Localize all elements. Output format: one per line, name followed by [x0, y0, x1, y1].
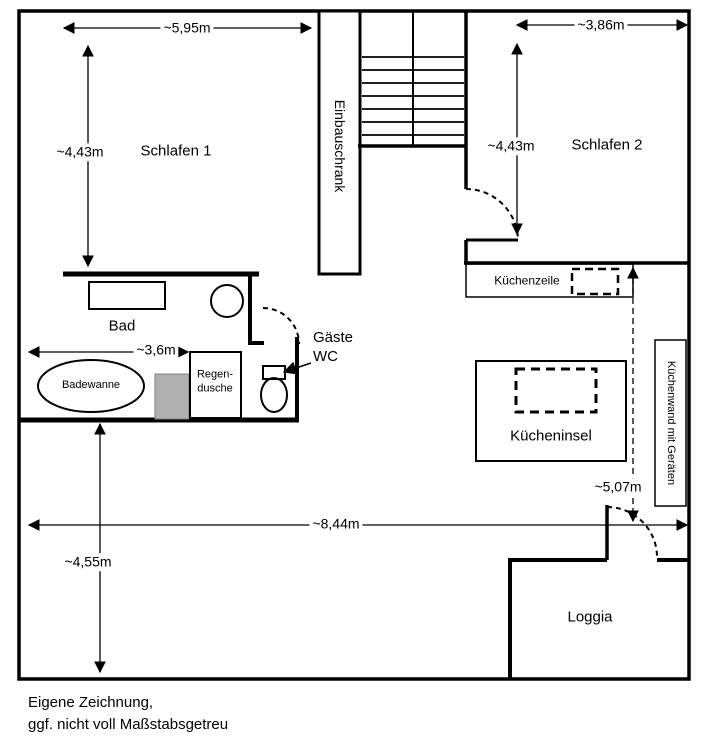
kuecheninsel-dashed-island: [514, 367, 598, 414]
closet-einbauschrank-label: Einbauschrank: [331, 99, 348, 193]
wc-walls: [248, 337, 299, 421]
dim-schlafen2-width-label: ~3,86m: [574, 16, 628, 34]
bathtub-oval: [37, 359, 145, 413]
staircase: [358, 11, 467, 148]
bad-sink-counter: [88, 281, 166, 310]
shower-tray: [154, 373, 190, 420]
dim-bad-width-label: ~3,6m: [133, 341, 179, 359]
dim-kitchen-height-label: ~5,07m: [591, 478, 645, 496]
schlafen2-door-swing-arc: [465, 188, 519, 241]
dim-schlafen2-height-label: ~4,43m: [484, 137, 538, 155]
dim-schlafen1-width-label: ~5,95m: [160, 19, 214, 37]
bad-sink-oval: [210, 284, 244, 318]
einbauschrank-closet: [317, 9, 362, 276]
footer-note-line1: Eigene Zeichnung,: [28, 694, 154, 711]
kuechenzeile-label: Küchenzeile: [494, 273, 560, 288]
dim-lower-height-label: ~4,55m: [61, 553, 115, 571]
regendusche-label: Regen- dusche: [196, 368, 234, 394]
kuecheninsel-outline: [475, 360, 627, 462]
schlafen2-wall: [464, 11, 689, 265]
kuecheninsel-label: Kücheninsel: [510, 427, 592, 445]
dim-schlafen1-height-label: ~4,43m: [53, 143, 107, 161]
kuechenwand-label: Küchenwand mit Geräten: [664, 360, 677, 486]
room-schlafen1-label: Schlafen 1: [140, 142, 212, 160]
regendusche-box: [189, 351, 242, 419]
wc-door-swing-arc: [262, 307, 300, 345]
footer-note: Eigene Zeichnung, ggf. nicht voll Maßsta…: [28, 692, 228, 736]
room-loggia-label: Loggia: [567, 608, 613, 626]
room-schlafen2-label: Schlafen 2: [571, 136, 643, 154]
gaeste-wc-label: Gäste WC: [313, 329, 354, 365]
loggia-walls: [508, 558, 689, 679]
dim-total-width-label: ~8,44m: [309, 515, 363, 533]
kuechenzeile-cooktop-dashed: [570, 267, 620, 296]
footer-note-line2: ggf. nicht voll Maßstabsgetreu: [28, 716, 229, 733]
kuechenwand-outline: [654, 339, 687, 507]
loggia-door-swing-arc: [606, 506, 658, 558]
room-bad-label: Bad: [108, 317, 136, 335]
gaeste-wc-pointer-arrow: [282, 361, 312, 375]
toilet: [260, 365, 288, 413]
badewanne-label: Badewanne: [61, 379, 121, 392]
